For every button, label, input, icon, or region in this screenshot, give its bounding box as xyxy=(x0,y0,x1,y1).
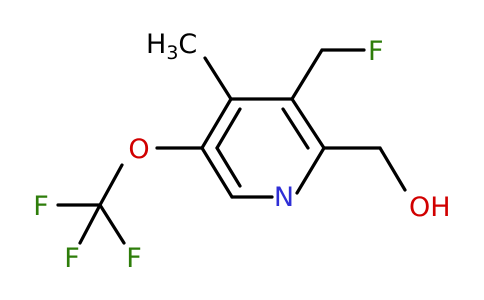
atom-labels: N OH O F F F F H3C xyxy=(33,29,450,274)
bond-c4-c5 xyxy=(200,97,233,150)
bond-c5-c6-inner xyxy=(215,146,242,188)
methyl-hydrogen: H xyxy=(146,29,166,60)
bond-cf3-f-down-left xyxy=(78,203,102,245)
methyl-hydrogen-count: 3 xyxy=(166,42,178,64)
substituents xyxy=(56,48,407,245)
bond-c2-c3-inner xyxy=(281,107,310,150)
atom-methyl-label: H3C xyxy=(146,29,197,64)
atom-cf3-fluorine-left: F xyxy=(33,191,49,222)
atom-hydroxyl: OH xyxy=(409,192,451,223)
bond-c4-methyl xyxy=(203,56,233,101)
atom-ether-oxygen: O xyxy=(128,134,149,165)
bond-c2-c3 xyxy=(290,97,326,150)
bond-o-cf3 xyxy=(98,163,124,207)
bond-n-c2 xyxy=(295,146,326,195)
bond-c5-c6 xyxy=(200,146,234,199)
bond-ch2-oh xyxy=(378,146,407,192)
pyridine-ring xyxy=(200,97,326,199)
methyl-carbon: C xyxy=(178,29,197,60)
bond-cf3-f-down-right xyxy=(98,203,126,245)
atom-fluoromethyl-fluorine: F xyxy=(368,36,384,67)
atom-nitrogen: N xyxy=(274,182,294,213)
bond-c4-c5-inner xyxy=(215,107,242,150)
atom-cf3-fluorine-bottom-left: F xyxy=(64,243,80,274)
bond-c3-ch2 xyxy=(290,48,324,101)
atom-cf3-fluorine-bottom-right: F xyxy=(126,243,142,274)
